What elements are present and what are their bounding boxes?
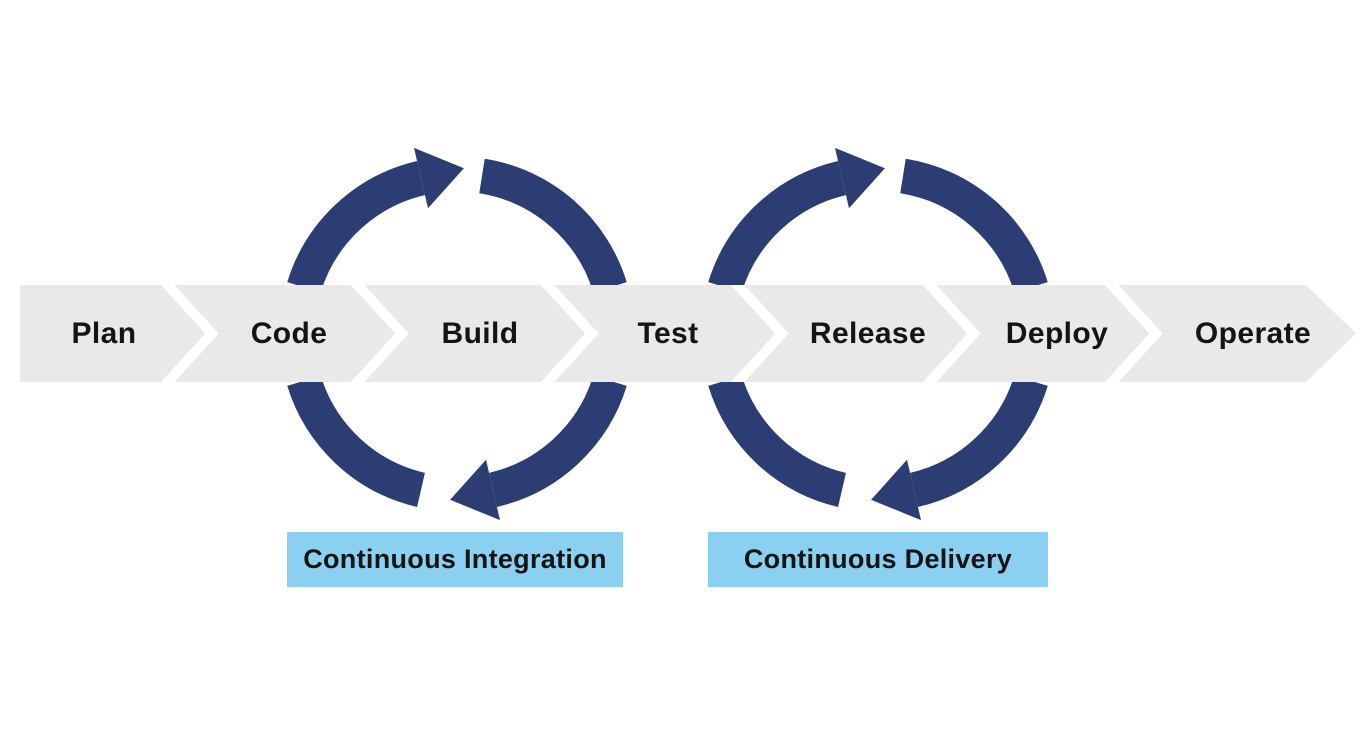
stage-label-test: Test [637,317,699,350]
ci-cycle-glyph [287,147,627,521]
cycle-arc-bottom-left [708,375,847,507]
cycle-arc-top-right [478,158,627,293]
continuous-integration-label: Continuous Integration [287,532,623,587]
cycle-arc-bottom-left [287,375,426,507]
chevron-separator [350,285,409,382]
stage-label-operate: Operate [1194,317,1312,350]
cycle-arrowhead-top [835,147,885,209]
stage-label-code: Code [250,317,328,350]
cycle-arc-bottom-right [909,375,1048,507]
pipeline-band-shape [20,285,1356,382]
cycle-arrowhead-bottom [450,459,500,521]
cycle-arrowhead-bottom [871,459,921,521]
chevron-separator [540,285,599,382]
stage-label-deploy: Deploy [1005,317,1109,350]
chevron-separator [1104,285,1163,382]
chevron-separator [160,285,219,382]
cycle-arc-top-left [287,161,426,293]
stage-label-plan: Plan [71,317,137,350]
cycle-arrowhead-top [414,147,464,209]
cycle-arrows-icon [708,147,1048,521]
stage-label-build: Build [441,317,519,350]
cd-cycle-glyph [708,147,1048,521]
pipeline-band [20,285,1356,382]
stage-label-release: Release [809,317,927,350]
chevron-separator [922,285,981,382]
cycle-arc-top-right [899,158,1048,293]
chevron-separator [730,285,789,382]
cycle-arrows-icon [287,147,627,521]
continuous-delivery-label: Continuous Delivery [708,532,1048,587]
cycle-arc-top-left [708,161,847,293]
cycle-arc-bottom-right [488,375,627,507]
